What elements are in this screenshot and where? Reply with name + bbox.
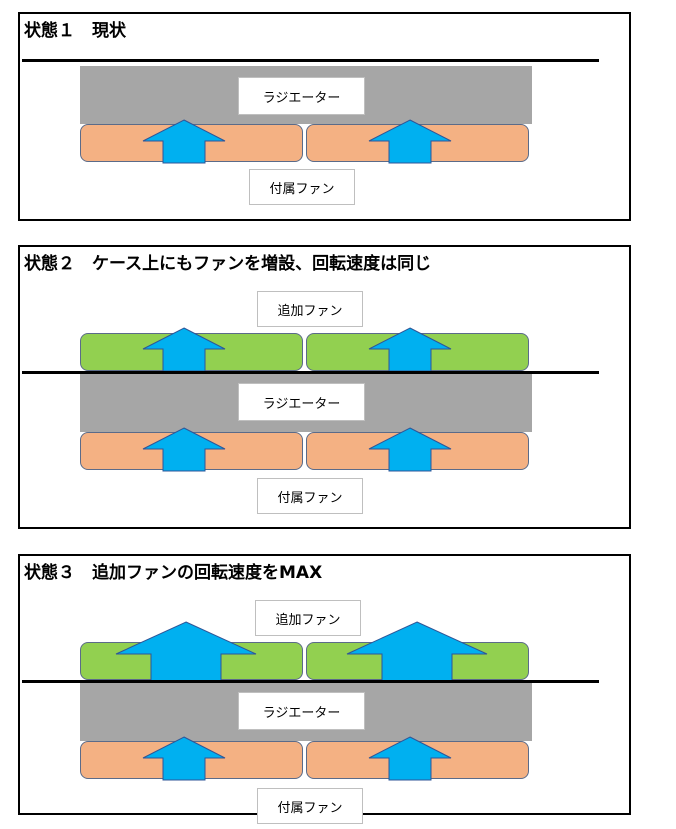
case-top-line <box>22 59 599 62</box>
airflow-arrow-icon <box>142 327 226 372</box>
airflow-arrow-icon <box>368 327 452 372</box>
airflow-arrow-icon <box>368 427 452 472</box>
large-airflow-arrow-icon <box>115 621 257 684</box>
airflow-arrow-icon <box>142 427 226 472</box>
panel-state-2: 状態２ ケース上にもファンを増設、回転速度は同じ 追加ファン ラジエーター 付属… <box>18 245 631 529</box>
original-fan-label: 付属ファン <box>257 788 363 824</box>
panel-title: 状態２ ケース上にもファンを増設、回転速度は同じ <box>24 254 432 274</box>
panel-state-1: 状態１ 現状 ラジエーター 付属ファン <box>18 12 631 221</box>
panel-state-3: 状態３ 追加ファンの回転速度をMAX 追加ファン ラジエーター 付属ファン <box>18 554 631 824</box>
added-fan-label: 追加ファン <box>257 291 363 327</box>
added-fan-label: 追加ファン <box>255 600 361 636</box>
radiator-label: ラジエーター <box>238 692 365 730</box>
airflow-arrow-icon <box>368 119 452 164</box>
airflow-arrow-icon <box>142 736 226 781</box>
airflow-arrow-icon <box>142 119 226 164</box>
panel-title: 状態３ 追加ファンの回転速度をMAX <box>24 563 323 583</box>
large-airflow-arrow-icon <box>346 621 488 684</box>
airflow-arrow-icon <box>368 736 452 781</box>
panel-title: 状態１ 現状 <box>24 21 126 41</box>
case-top-line <box>22 371 599 374</box>
case-top-line <box>22 680 599 683</box>
original-fan-label: 付属ファン <box>249 169 355 205</box>
original-fan-label: 付属ファン <box>257 478 363 514</box>
radiator-label: ラジエーター <box>238 77 365 115</box>
radiator-label: ラジエーター <box>238 383 365 421</box>
